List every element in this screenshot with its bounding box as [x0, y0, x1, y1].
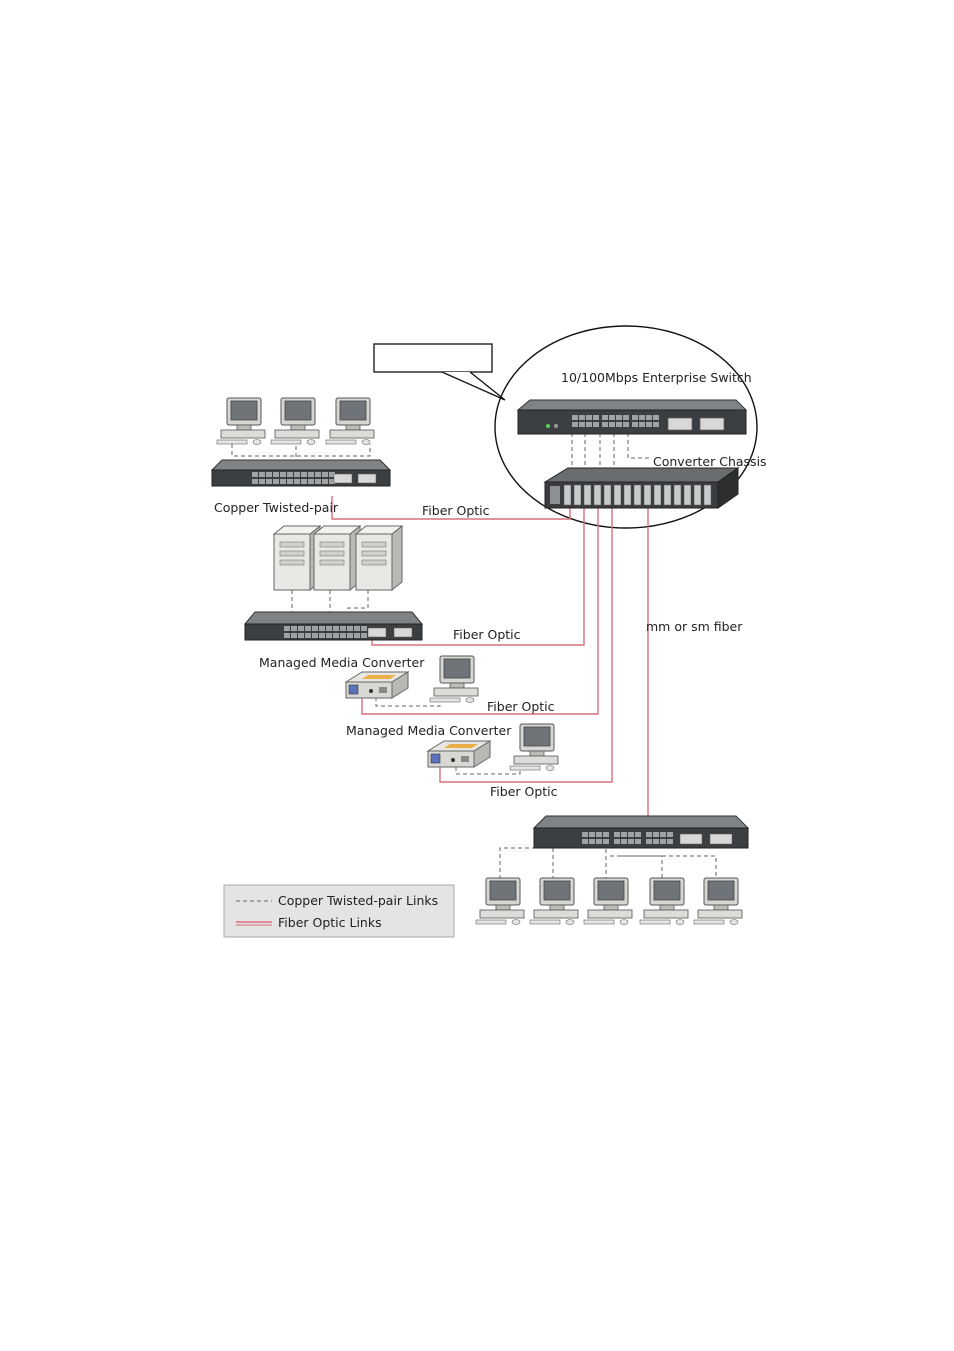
desktop-computer-icon — [639, 877, 689, 925]
desktop-computer-icon — [325, 397, 375, 445]
label-managed-media-converter-2: Managed Media Converter — [346, 723, 512, 738]
label-enterprise-switch: 10/100Mbps Enterprise Switch — [561, 370, 752, 385]
legend-copper-label: Copper Twisted-pair Links — [278, 893, 438, 908]
media-converter-icon — [345, 671, 409, 699]
desktop-computer-icon — [509, 723, 559, 771]
desktop-computer-icon — [529, 877, 579, 925]
switch-bottom — [532, 815, 750, 849]
fiber-links — [331, 496, 649, 818]
enterprise-switch — [516, 399, 748, 435]
tower-server-icon — [355, 525, 403, 591]
legend: Copper Twisted-pair Links Fiber Optic Li… — [223, 884, 455, 938]
switch-top-left — [210, 459, 392, 487]
desktop-computer-icon — [216, 397, 266, 445]
converter-chassis — [543, 467, 740, 509]
desktop-computer-icon — [693, 877, 743, 925]
desktop-computer-icon — [475, 877, 525, 925]
label-managed-media-converter-1: Managed Media Converter — [259, 655, 425, 670]
switch-middle-left — [243, 611, 424, 641]
label-fiber-optic-3: Fiber Optic — [487, 699, 555, 714]
desktop-computer-icon — [583, 877, 633, 925]
label-mm-or-sm-fiber: mm or sm fiber — [646, 619, 743, 634]
legend-fiber-label: Fiber Optic Links — [278, 915, 382, 930]
label-fiber-optic-1: Fiber Optic — [422, 503, 490, 518]
label-fiber-optic-2: Fiber Optic — [453, 627, 521, 642]
callout-balloon — [373, 343, 506, 401]
desktop-computer-icon — [429, 655, 479, 703]
media-converter-icon — [427, 740, 491, 768]
highlight-circle — [494, 325, 758, 529]
label-converter-chassis: Converter Chassis — [653, 454, 767, 469]
desktop-computer-icon — [270, 397, 320, 445]
label-copper-twisted-pair: Copper Twisted-pair — [214, 500, 339, 515]
tower-server-icon — [313, 525, 361, 591]
label-fiber-optic-4: Fiber Optic — [490, 784, 558, 799]
tower-server-icon — [273, 525, 321, 591]
